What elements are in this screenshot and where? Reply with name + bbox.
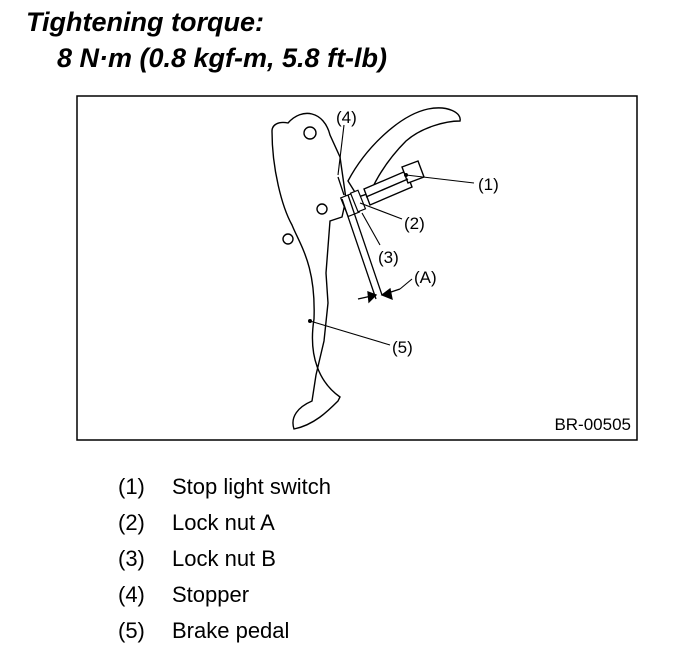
legend-label: Stopper xyxy=(172,582,250,607)
stopper-line-2 xyxy=(347,194,383,296)
stopper-line-1 xyxy=(341,198,377,300)
callout-1: (1) xyxy=(478,175,499,194)
pivot-hole-top xyxy=(303,126,317,140)
legend-item: (4) Stopper xyxy=(118,579,331,615)
legend-number: (4) xyxy=(118,582,145,607)
legend-item: (5) Brake pedal xyxy=(118,615,331,651)
callout-4: (4) xyxy=(336,108,357,127)
pivot-hole-mid xyxy=(316,203,328,215)
callout-2: (2) xyxy=(404,214,425,233)
legend-number: (2) xyxy=(118,510,145,535)
legend-label: Brake pedal xyxy=(172,618,290,643)
parts-legend: (1) Stop light switch (2) Lock nut A (3) Lo… xyxy=(118,471,331,651)
legend-number: (3) xyxy=(118,546,145,571)
brake-pedal-arm xyxy=(271,112,347,430)
figure-code: BR-00505 xyxy=(554,415,631,434)
pivot-hole-low xyxy=(282,233,294,245)
legend-item: (1) Stop light switch xyxy=(118,471,331,507)
legend-label: Lock nut A xyxy=(172,510,275,535)
torque-heading: Tightening torque: xyxy=(26,7,264,37)
figure-frame xyxy=(76,95,638,441)
stopper-bracket xyxy=(347,107,461,198)
torque-value: 8 N·m (0.8 kgf-m, 5.8 ft-lb) xyxy=(57,43,388,73)
legend-label: Stop light switch xyxy=(172,474,331,499)
stopper-line-3 xyxy=(337,176,345,196)
leader-lines xyxy=(309,124,475,346)
callout-a: (A) xyxy=(414,268,437,287)
clearance-dimension xyxy=(357,287,401,304)
legend-item: (2) Lock nut A xyxy=(118,507,331,543)
legend-item: (3) Lock nut B xyxy=(118,543,331,579)
legend-number: (5) xyxy=(118,618,145,643)
brake-pedal-diagram: (1) (2) (3) (4) (5) (A) BR-00505 xyxy=(76,95,638,441)
callout-5: (5) xyxy=(392,338,413,357)
lock-nuts xyxy=(339,189,367,218)
legend-number: (1) xyxy=(118,474,145,499)
callout-3: (3) xyxy=(378,248,399,267)
legend-label: Lock nut B xyxy=(172,546,276,571)
